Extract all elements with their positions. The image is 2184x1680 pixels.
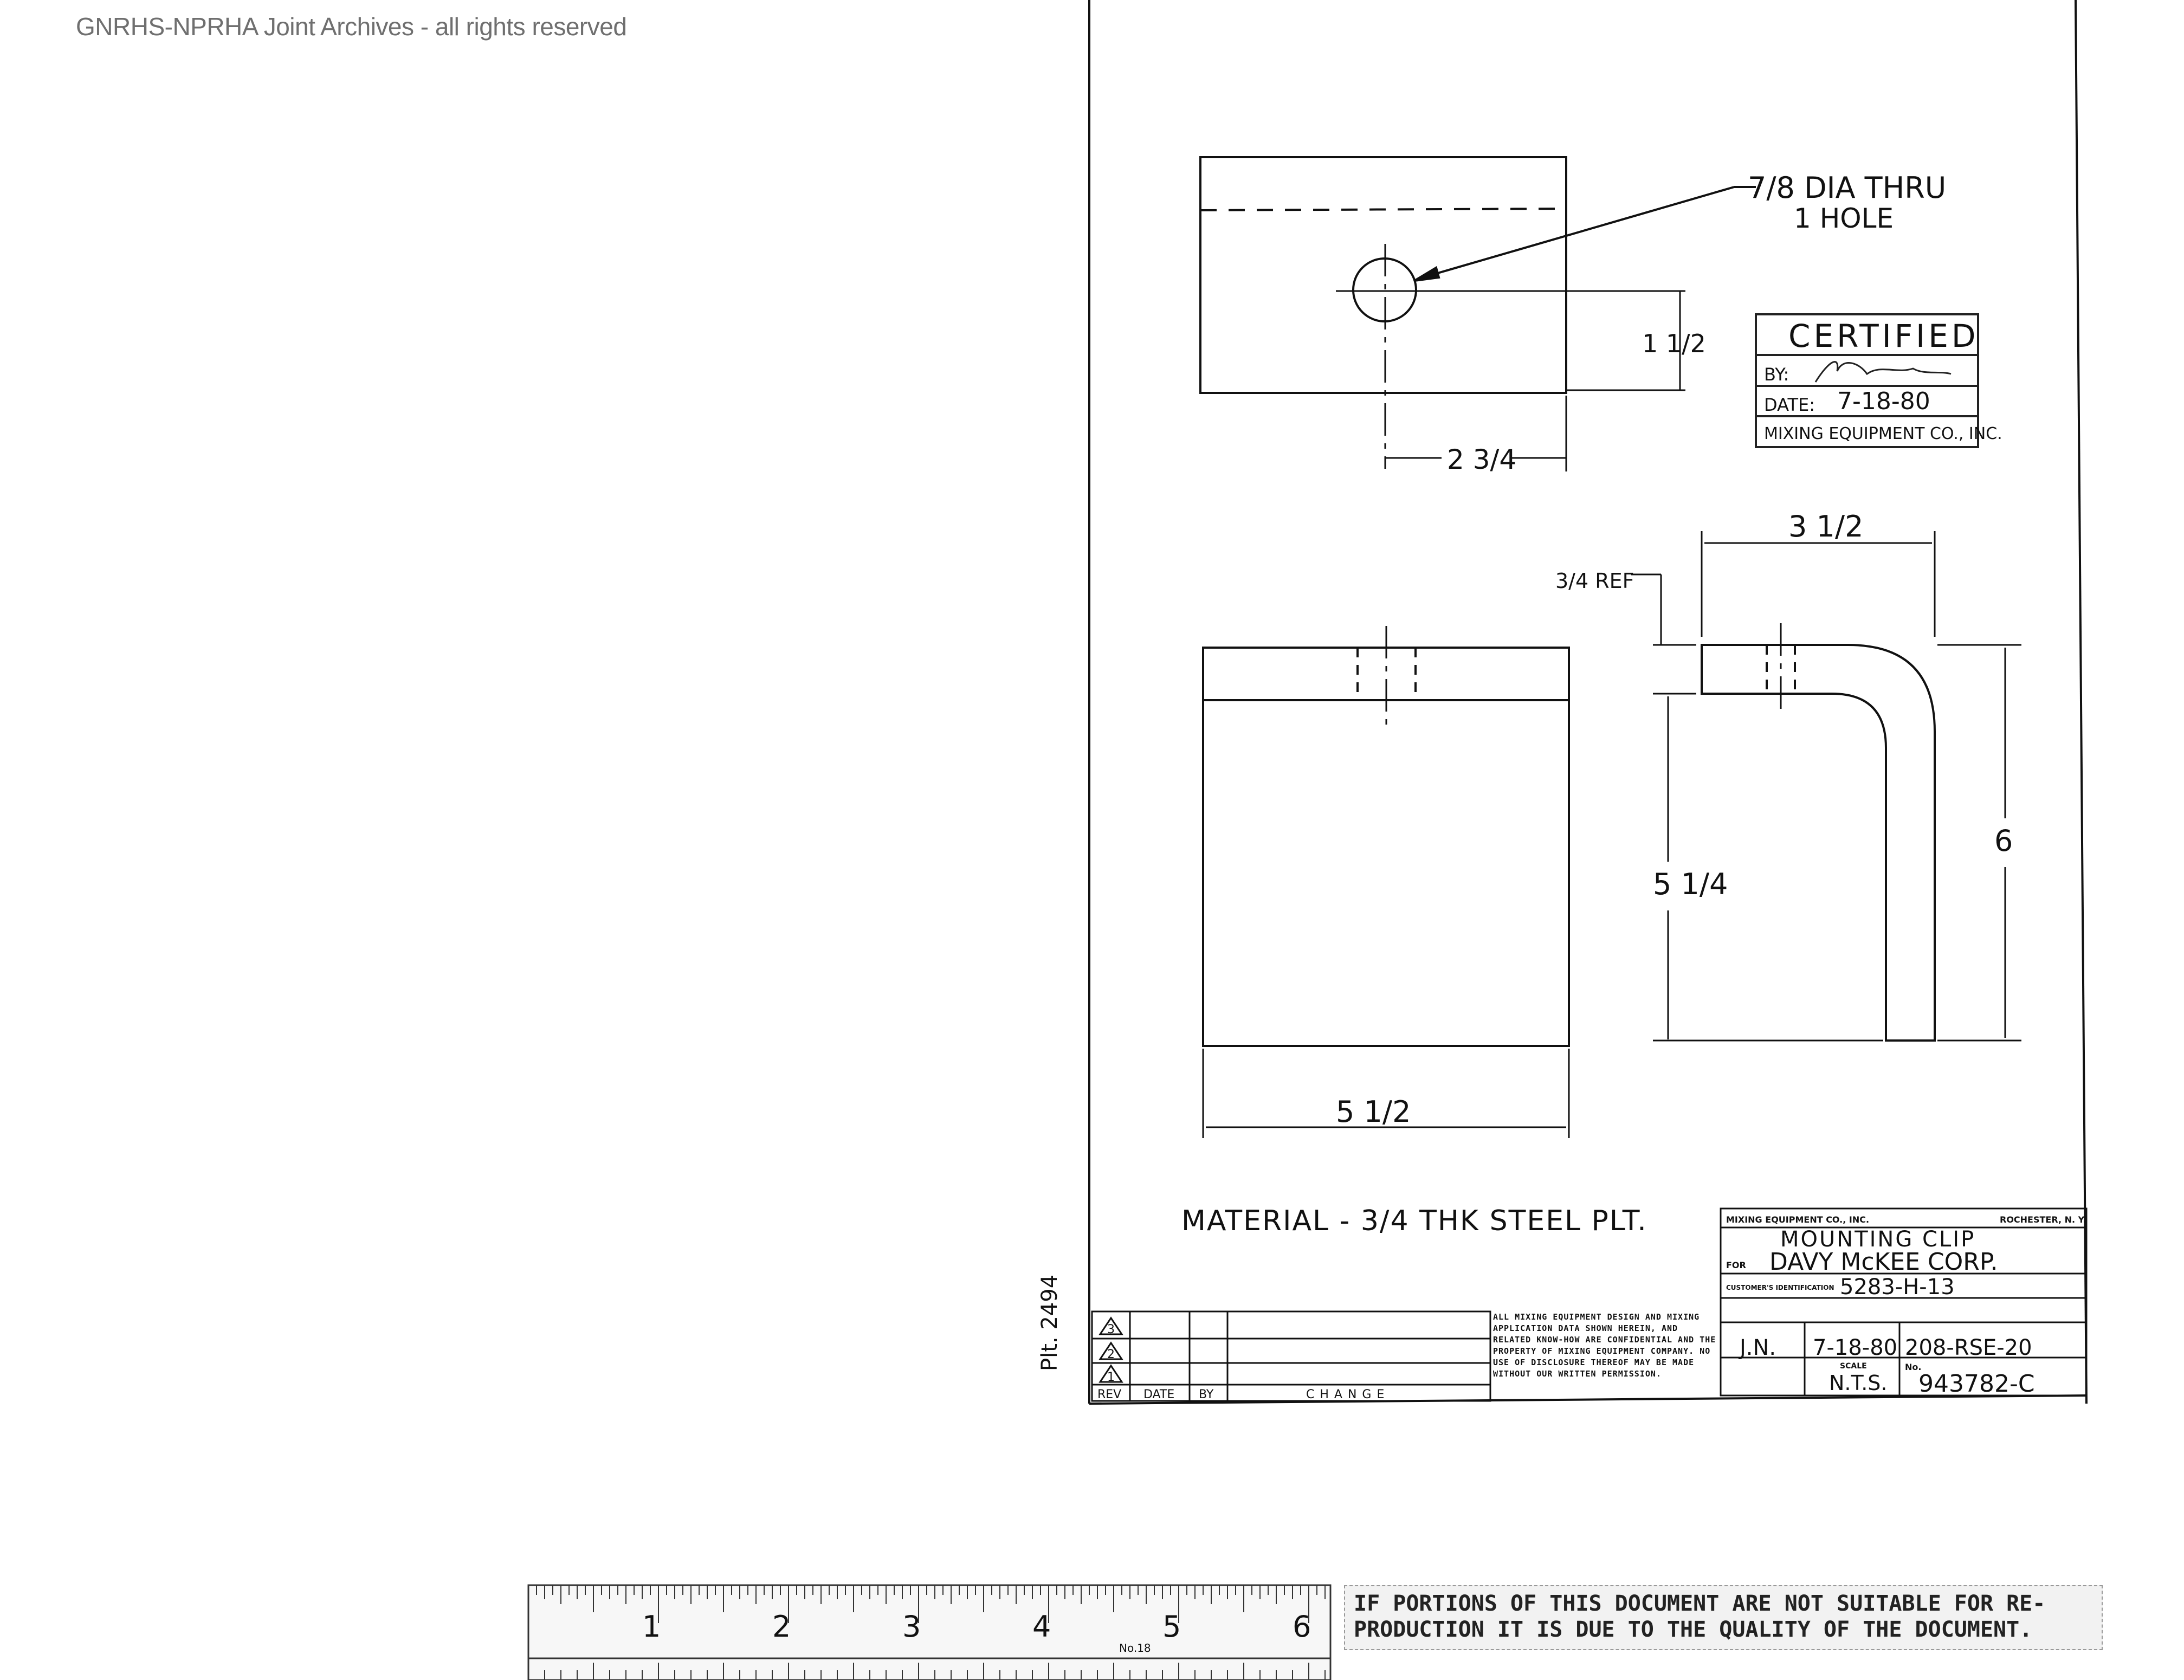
- top-view-outline: [1199, 156, 1567, 394]
- revision-block: [1091, 1310, 1491, 1402]
- front-view: [1202, 626, 1570, 1138]
- ruler: 1 2 3 4 5 6 No.18: [527, 1584, 1332, 1680]
- ruler-label: 2: [772, 1610, 791, 1644]
- rev-symbol: 1: [1107, 1371, 1115, 1384]
- signature: [1814, 361, 1952, 383]
- reproduction-quality-notice: IF PORTIONS OF THIS DOCUMENT ARE NOT SUI…: [1344, 1585, 2103, 1650]
- ruler-ticks: [528, 1585, 1326, 1680]
- notice-line-2: PRODUCTION IT IS DUE TO THE QUALITY OF T…: [1354, 1617, 2033, 1642]
- tb-dwg-ref: 208-RSE-20: [1905, 1335, 2032, 1360]
- ruler-caption: No.18: [1119, 1642, 1151, 1655]
- certified-title: CERTIFIED: [1788, 318, 1979, 354]
- dim-one-half: 1 1/2: [1642, 329, 1706, 358]
- side-view: [1631, 531, 2021, 1042]
- certified-date-label: DATE:: [1764, 395, 1815, 415]
- tb-title: MOUNTING CLIP: [1780, 1227, 1975, 1252]
- rev-symbol: 2: [1107, 1348, 1115, 1361]
- tb-customer: DAVY McKEE CORP.: [1769, 1248, 1998, 1276]
- sheet-border-right: [2075, 0, 2088, 1404]
- ruler-body: [527, 1584, 1332, 1680]
- material-note: MATERIAL - 3/4 THK STEEL PLT.: [1181, 1205, 1647, 1237]
- leader-arrowhead: [1413, 266, 1440, 282]
- ruler-label: 3: [902, 1610, 921, 1644]
- proprietary-notice-box: ALL MIXING EQUIPMENT DESIGN AND MIXING A…: [1493, 1312, 1716, 1379]
- leader-line: [1417, 186, 1735, 280]
- hidden-line: [1200, 208, 1567, 211]
- tb-company: MIXING EQUIPMENT CO., INC.: [1726, 1214, 1869, 1225]
- tb-scale: N.T.S.: [1829, 1371, 1888, 1395]
- dim-side-inner-height: 5 1/4: [1653, 867, 1728, 901]
- certified-date-value: 7-18-80: [1837, 387, 1930, 415]
- certified-company: MIXING EQUIPMENT CO., INC.: [1764, 424, 2002, 443]
- rev-symbol: 3: [1107, 1323, 1115, 1336]
- tb-city: ROCHESTER, N. Y.: [2000, 1214, 2086, 1225]
- tb-for-label: FOR: [1726, 1260, 1746, 1270]
- hole-note-line2: 1 HOLE: [1794, 203, 1894, 234]
- tb-no-label: No.: [1905, 1362, 1921, 1372]
- ruler-label: 4: [1032, 1610, 1051, 1644]
- by-header: BY: [1199, 1388, 1214, 1401]
- tb-date: 7-18-80: [1813, 1335, 1897, 1360]
- certified-stamp: [1755, 313, 1979, 448]
- tb-drawn-by: J.N.: [1738, 1335, 1776, 1360]
- dim-side-ref: 3/4 REF: [1555, 569, 1634, 593]
- ruler-label: 6: [1293, 1610, 1311, 1644]
- dim-front-width: 5 1/2: [1336, 1095, 1411, 1129]
- date-header: DATE: [1143, 1388, 1174, 1401]
- change-header: CHANGE: [1306, 1388, 1390, 1401]
- sheet-side-label: Plt. 2494: [1037, 1275, 1062, 1371]
- title-block: [1720, 1207, 2088, 1397]
- hole-note-line1: 7/8 DIA THRU: [1748, 171, 1946, 205]
- dim-side-top: 3 1/2: [1788, 509, 1863, 544]
- tb-drawing-no: 943782-C: [1918, 1370, 2035, 1398]
- sheet-border-bottom: [1089, 1394, 2087, 1405]
- ruler-label: 1: [642, 1610, 661, 1644]
- notice-line-1: IF PORTIONS OF THIS DOCUMENT ARE NOT SUI…: [1354, 1591, 2046, 1616]
- tb-customer-ident: 5283-H-13: [1840, 1275, 1955, 1300]
- clip-profile: [1701, 644, 1936, 1042]
- rev-header: REV: [1097, 1388, 1121, 1401]
- tb-scale-label: SCALE: [1840, 1362, 1867, 1371]
- certified-by-label: BY:: [1764, 364, 1789, 385]
- dim-side-total-height: 6: [1994, 824, 2013, 858]
- proprietary-notice: ALL MIXING EQUIPMENT DESIGN AND MIXING A…: [1493, 1312, 1716, 1379]
- archive-watermark: GNRHS-NPRHA Joint Archives - all rights …: [76, 12, 627, 41]
- dim-two-three-quarter: 2 3/4: [1447, 444, 1516, 475]
- tb-customer-ident-label: CUSTOMER'S IDENTIFICATION: [1726, 1284, 1834, 1291]
- ruler-label: 5: [1162, 1610, 1181, 1644]
- top-view: [1199, 156, 1756, 471]
